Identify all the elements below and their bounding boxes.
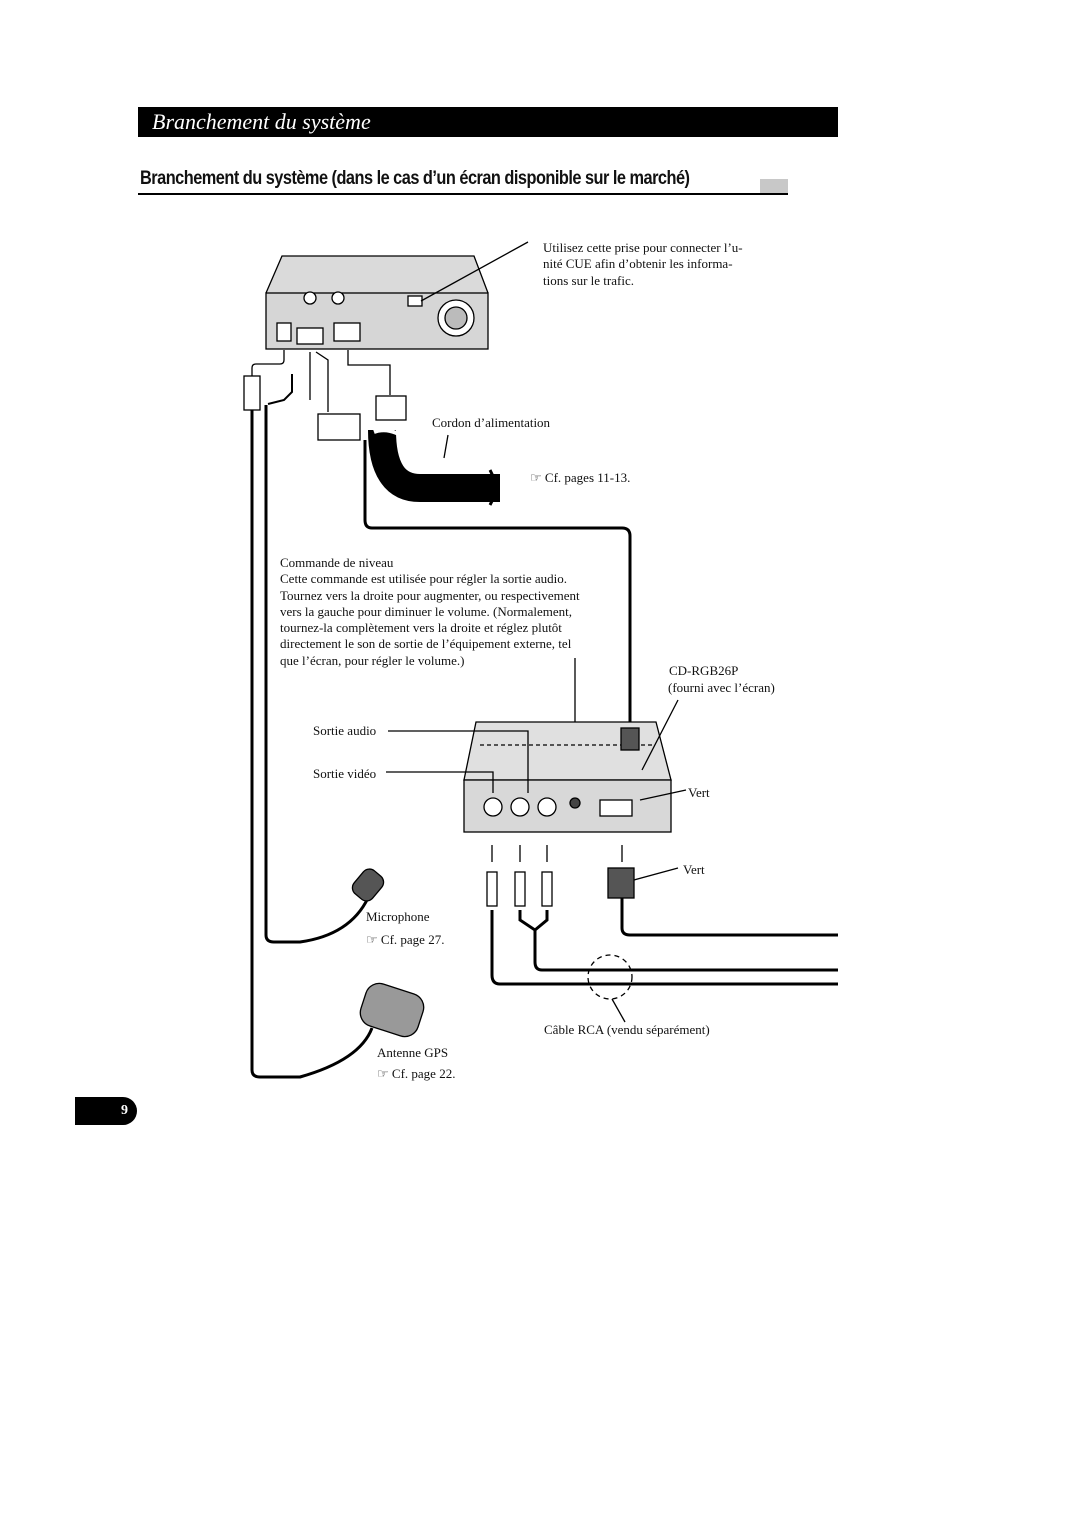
level-control-note: Commande de niveau Cette commande est ut… (280, 555, 580, 669)
cue-note: Utilisez cette prise pour connecter l’u-… (543, 240, 743, 289)
gps-antenna-shape (359, 982, 425, 1038)
section-title-rule (138, 193, 788, 195)
microphone-label: Microphone (366, 909, 430, 924)
level-control-title: Commande de niveau (280, 555, 394, 570)
gps-ref: ☞ Cf. page 22. (377, 1066, 455, 1082)
gps-ref-text: Cf. page 22. (391, 1066, 456, 1081)
level-control-line: Cette commande est utilisée pour régler … (280, 571, 567, 587)
model-note: (fourni avec l’écran) (668, 680, 775, 695)
gps-cable-top (251, 350, 285, 376)
page-number-tab: 9 (75, 1097, 137, 1125)
cue-note-line: Utilisez cette prise pour connecter l’u- (543, 240, 743, 255)
level-control-line: que l’écran, pour régler le volume.) (280, 652, 465, 668)
hand-pointing-icon: ☞ (377, 1066, 389, 1081)
video-out-label: Sortie vidéo (313, 766, 377, 781)
power-ref-text: Cf. pages 11-13. (544, 470, 631, 485)
level-control-line: directement le son de sortie de l’équipe… (280, 636, 572, 652)
cue-note-line: tions sur le trafic. (543, 272, 634, 288)
page-header-title: Branchement du système (152, 109, 371, 134)
section-title-shade (760, 179, 788, 193)
hand-pointing-icon: ☞ (530, 470, 542, 485)
model-label: CD-RGB26P (669, 663, 739, 678)
microphone-shape (351, 868, 385, 902)
audio-out-label: Sortie audio (313, 723, 377, 738)
navigation-unit (265, 255, 489, 350)
hand-pointing-icon: ☞ (366, 932, 378, 947)
page-number: 9 (121, 1103, 128, 1118)
power-cord-label: Cordon d’alimentation (432, 415, 551, 430)
level-control-line: vers la gauche pour diminuer le volume. … (280, 603, 573, 619)
level-control-line: tournez-la complètement vers la droite e… (280, 620, 562, 636)
microphone-ref: ☞ Cf. page 27. (366, 932, 444, 948)
level-control-line: Tournez vers la droite pour augmenter, o… (280, 587, 580, 603)
rca-cable-label: Câble RCA (vendu séparément) (544, 1022, 710, 1037)
microphone-ref-text: Cf. page 27. (380, 932, 445, 947)
cue-leader-line (420, 241, 529, 302)
power-ref: ☞ Cf. pages 11-13. (530, 470, 630, 486)
gps-antenna-label: Antenne GPS (377, 1045, 449, 1060)
cue-note-line: nité CUE afin d’obtenir les informa- (543, 256, 733, 272)
section-title: Branchement du système (dans le cas d’un… (140, 168, 690, 189)
green-label-box: Vert (688, 785, 710, 800)
rgb-adapter-box (463, 721, 672, 833)
header-bar (138, 107, 838, 137)
green-label-plug: Vert (683, 862, 705, 877)
